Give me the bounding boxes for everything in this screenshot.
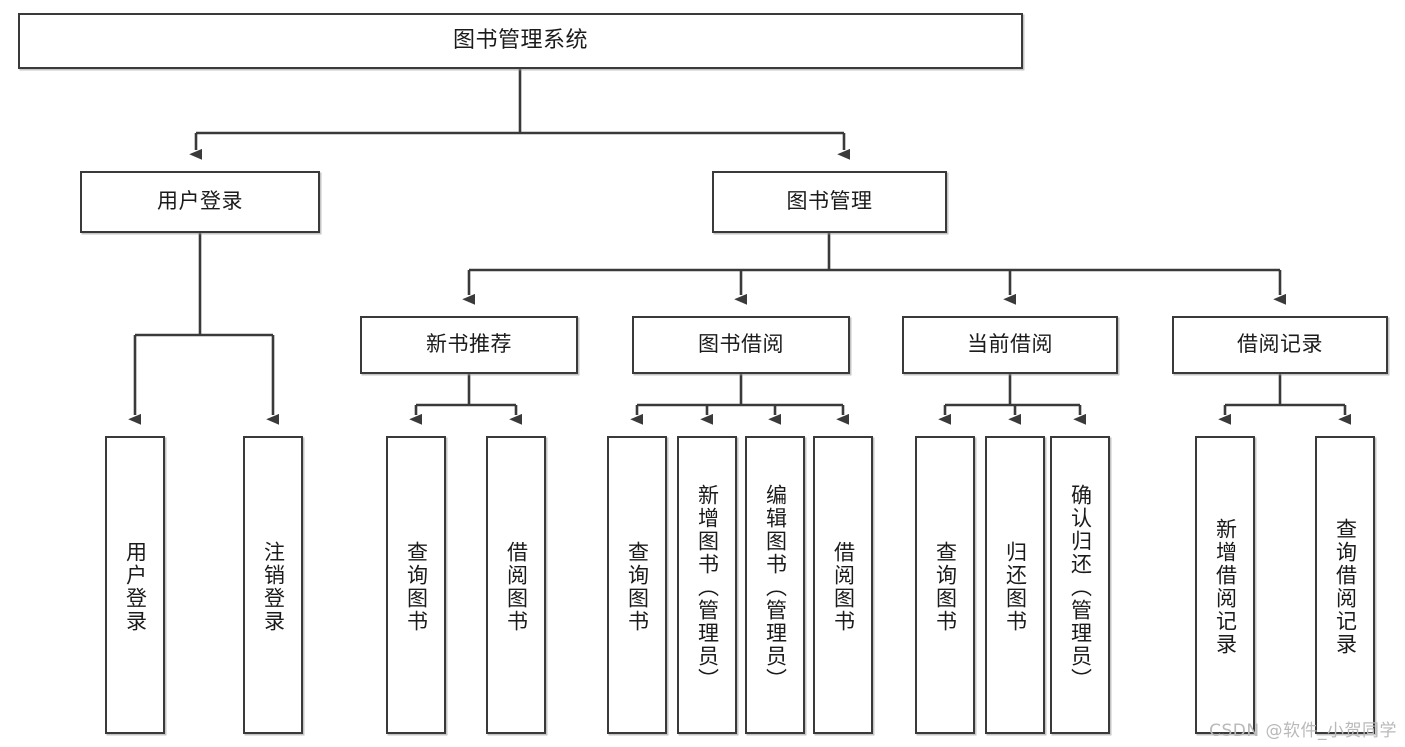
node-book-manage[interactable]: 图书管理 <box>712 171 947 233</box>
node-leaf-add-record[interactable]: 新增借阅记录 <box>1195 436 1255 734</box>
node-leaf-borrow-book-rec[interactable]: 借阅图书 <box>486 436 546 734</box>
node-leaf-query-book-rec[interactable]: 查询图书 <box>386 436 446 734</box>
node-current-borrow[interactable]: 当前借阅 <box>902 316 1118 374</box>
node-leaf-borrow-book-rec-label: 借阅图书 <box>504 541 529 633</box>
node-leaf-query-book-cur[interactable]: 查询图书 <box>915 436 975 734</box>
node-user-login[interactable]: 用户登录 <box>80 171 320 233</box>
node-leaf-return-book[interactable]: 归还图书 <box>985 436 1045 734</box>
node-leaf-add-book-label: 新增图书（管理员） <box>695 483 720 691</box>
node-leaf-query-record-label: 查询借阅记录 <box>1333 518 1358 656</box>
node-leaf-edit-book[interactable]: 编辑图书（管理员） <box>745 436 805 734</box>
node-leaf-edit-book-label: 编辑图书（管理员） <box>763 483 788 691</box>
node-leaf-confirm-return-label: 确认归还（管理员） <box>1068 483 1093 691</box>
node-leaf-logout[interactable]: 注销登录 <box>243 436 303 734</box>
node-borrow-record[interactable]: 借阅记录 <box>1172 316 1388 374</box>
node-leaf-add-record-label: 新增借阅记录 <box>1213 518 1238 656</box>
node-root[interactable]: 图书管理系统 <box>18 13 1023 69</box>
node-leaf-query-book-rec-label: 查询图书 <box>404 541 429 633</box>
node-leaf-borrow-book-label: 借阅图书 <box>831 541 856 633</box>
node-user-login-label: 用户登录 <box>157 189 243 214</box>
node-leaf-user-login-label: 用户登录 <box>123 541 148 633</box>
node-leaf-query-book-borrow-label: 查询图书 <box>625 541 650 633</box>
node-book-manage-label: 图书管理 <box>786 189 873 214</box>
node-book-borrow[interactable]: 图书借阅 <box>632 316 850 374</box>
node-new-book-recommend-label: 新书推荐 <box>426 332 512 357</box>
node-leaf-confirm-return[interactable]: 确认归还（管理员） <box>1050 436 1110 734</box>
node-current-borrow-label: 当前借阅 <box>967 332 1053 357</box>
csdn-watermark: CSDN @软件_小贺同学 <box>1209 721 1397 741</box>
node-borrow-record-label: 借阅记录 <box>1237 332 1323 357</box>
node-leaf-logout-label: 注销登录 <box>261 541 286 633</box>
node-root-label: 图书管理系统 <box>452 27 588 53</box>
node-leaf-add-book[interactable]: 新增图书（管理员） <box>677 436 737 734</box>
node-new-book-recommend[interactable]: 新书推荐 <box>360 316 578 374</box>
node-leaf-return-book-label: 归还图书 <box>1003 541 1028 633</box>
node-leaf-query-record[interactable]: 查询借阅记录 <box>1315 436 1375 734</box>
node-leaf-query-book-borrow[interactable]: 查询图书 <box>607 436 667 734</box>
node-leaf-query-book-cur-label: 查询图书 <box>933 541 958 633</box>
node-book-borrow-label: 图书借阅 <box>698 332 784 357</box>
node-leaf-borrow-book[interactable]: 借阅图书 <box>813 436 873 734</box>
node-leaf-user-login[interactable]: 用户登录 <box>105 436 165 734</box>
